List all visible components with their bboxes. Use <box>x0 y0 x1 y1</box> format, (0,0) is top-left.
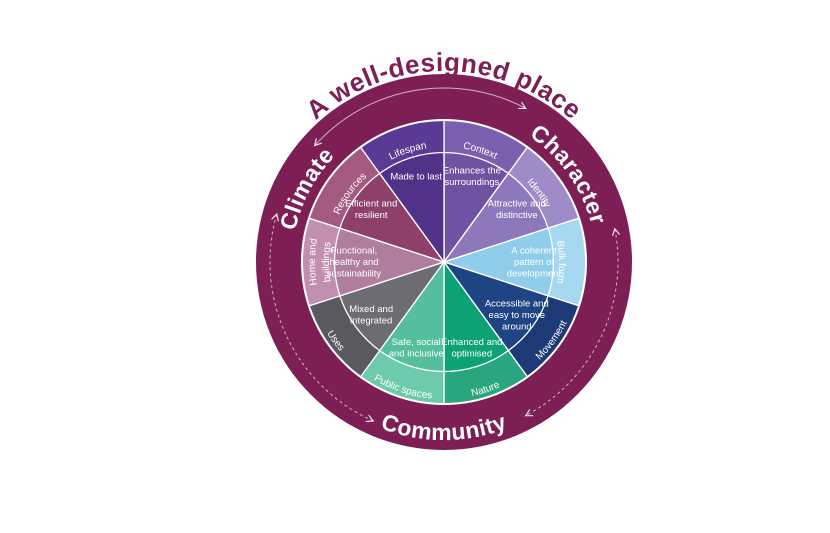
description-line: Functional, <box>331 246 377 257</box>
arrow-head <box>518 101 527 110</box>
description-line: Made to last <box>390 171 442 182</box>
description-line: Mixed and <box>349 304 393 315</box>
description-line: and inclusive <box>389 348 444 359</box>
description-line: Efficient and <box>345 198 397 209</box>
flow-arrow-arc <box>269 212 375 423</box>
sector-label-home-and-buildings-text: buildings <box>321 241 334 283</box>
sector-description-lifespan: Made to last <box>390 171 442 182</box>
arrow-head <box>313 138 322 147</box>
description-line: surroundings <box>444 177 499 188</box>
description-line: sustainability <box>327 269 382 280</box>
arrow-line <box>314 87 526 146</box>
description-line: easy to move <box>489 310 546 321</box>
flow-arrow-arc <box>524 227 620 417</box>
description-line: pattern of <box>514 257 554 268</box>
arrow-head <box>365 414 375 423</box>
sector-inner <box>378 151 445 263</box>
description-line: Enhanced and <box>441 337 502 348</box>
description-line: Safe, social <box>392 337 441 348</box>
wheel-outline <box>301 119 587 405</box>
sector-label-bulk-form-text: Bulk form <box>554 240 567 284</box>
arrow-line <box>525 228 619 417</box>
sector-label-bulk-form: Bulk form <box>554 240 567 284</box>
description-line: around <box>502 321 532 332</box>
description-line: Enhances the <box>443 166 501 177</box>
flow-arrow-arc <box>313 87 527 147</box>
sector-label-home-and-buildings-text: Home and <box>307 238 320 286</box>
arrow-head <box>612 227 620 237</box>
description-line: Accessible and <box>485 298 549 309</box>
description-line: integrated <box>350 316 392 327</box>
arrow-head <box>271 212 279 222</box>
description-line: distinctive <box>496 210 538 221</box>
description-line: A coherent <box>511 246 557 257</box>
description-line: healthy and <box>329 257 378 268</box>
sector-label-home-and-buildings: buildings <box>321 241 334 283</box>
sector-label-home-and-buildings: Home and <box>307 238 320 286</box>
description-line: development <box>507 269 562 280</box>
description-line: resilient <box>355 210 388 221</box>
description-line: optimised <box>451 348 492 359</box>
description-line: Attractive and <box>488 198 546 209</box>
arrow-head <box>524 409 534 417</box>
